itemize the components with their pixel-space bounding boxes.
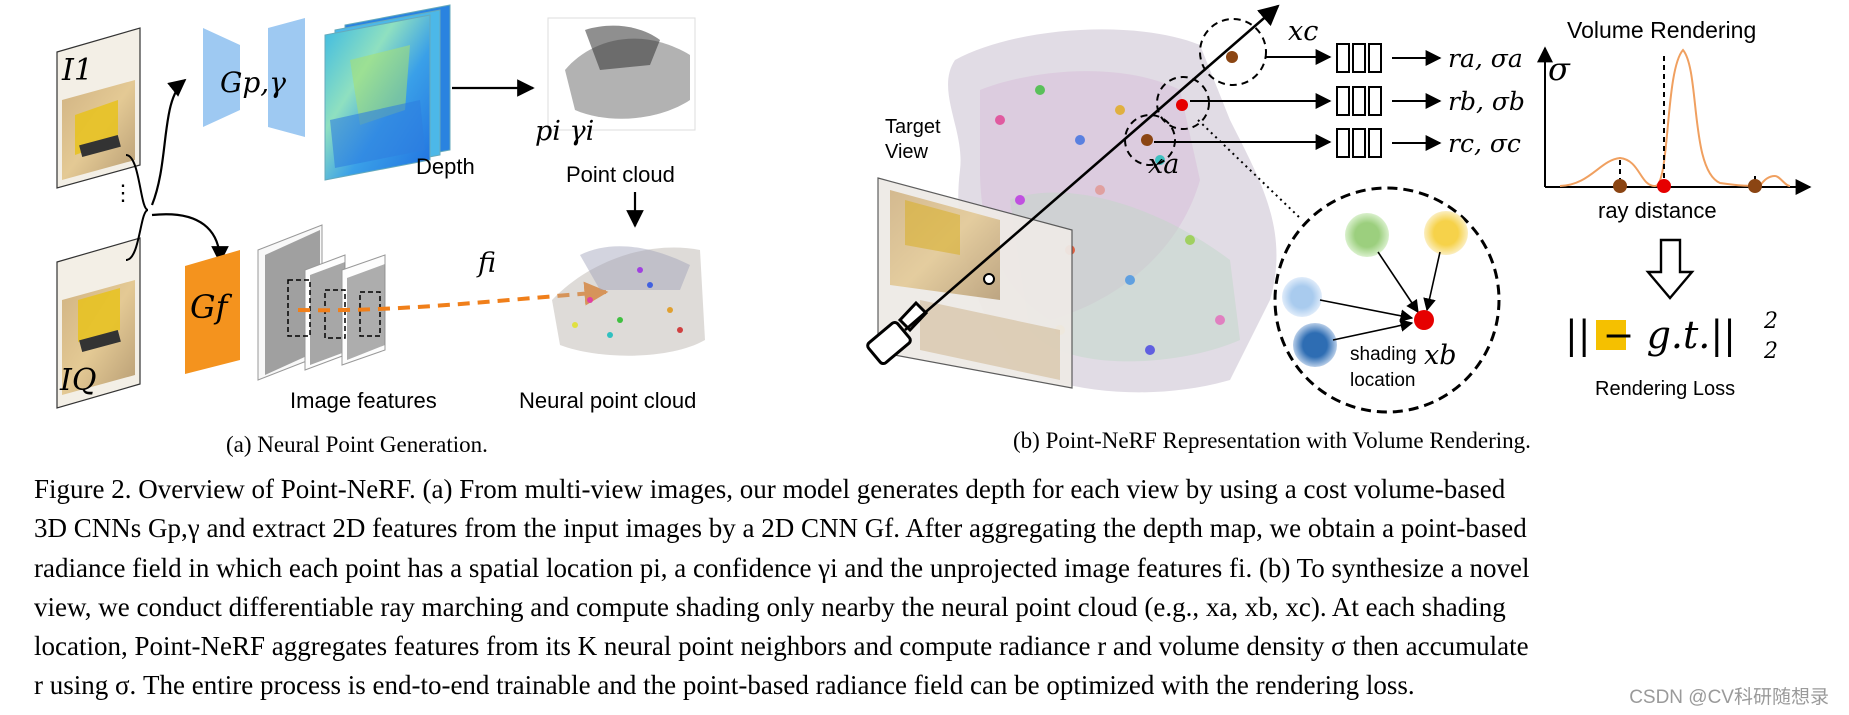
mlp-blocks: [1154, 43, 1442, 158]
output-a-label: ra, σa: [1448, 44, 1523, 73]
camera-icon: [866, 300, 929, 366]
rendering-loss-label: Rendering Loss: [1595, 378, 1735, 400]
neighbor-point-yellow: [1424, 211, 1468, 255]
down-arrow: [1645, 238, 1695, 300]
point-cloud-image: [547, 17, 696, 131]
ellipsis-dots: ⋮: [112, 180, 134, 205]
output-c-label: rc, σc: [1448, 129, 1521, 158]
image-last-label: IQ: [59, 363, 96, 398]
panel-a-caption: (a) Neural Point Generation.: [226, 432, 488, 457]
arrow-to-depth-net: [150, 78, 187, 206]
ray-distance-label: ray distance: [1598, 198, 1717, 223]
arrow-to-feature-net: [151, 213, 229, 264]
feature-network-block: [185, 250, 240, 374]
input-image-first: [56, 27, 141, 189]
panel-b-caption: (b) Point-NeRF Representation with Volum…: [1013, 428, 1531, 453]
shading-label-2: location: [1350, 370, 1416, 391]
density-curve: [1559, 48, 1791, 188]
loss-subscript: 2: [1763, 339, 1778, 364]
sample-point-b: [1176, 99, 1188, 111]
xc-label: xc: [1288, 16, 1318, 47]
shading-point: [1414, 310, 1434, 330]
rendering-loss-formula: [1596, 320, 1626, 350]
plot-point-b: [1657, 179, 1671, 193]
sample-point-c: [1226, 51, 1238, 63]
caption-line-2: 3D CNNs Gp,γ and extract 2D features fro…: [34, 513, 1527, 544]
loss-formula: || − g.t.||: [1565, 313, 1736, 357]
neighbor-point-light-blue: [1282, 277, 1322, 317]
target-view-label-2: View: [885, 141, 929, 163]
image-features-label: Image features: [290, 388, 437, 413]
depth-network-block: [203, 18, 305, 137]
camera-ray: [904, 4, 1280, 331]
caption-line-3: radiance field in which each point has a…: [34, 552, 1530, 583]
xb-label: xb: [1424, 340, 1457, 371]
volume-rendering-title: Volume Rendering: [1567, 17, 1756, 43]
point-attributes-label: pi γi: [535, 116, 594, 147]
rendered-color-swatch: [1596, 320, 1626, 350]
neighbor-point-green: [1345, 213, 1389, 257]
shading-label-1: shading: [1350, 344, 1417, 365]
depth-label: Depth: [416, 154, 475, 179]
feature-arrow: [297, 281, 609, 313]
input-image-last: [56, 237, 141, 409]
target-view-plane: [877, 177, 1073, 389]
point-cloud-label: Point cloud: [566, 162, 675, 187]
feature-network-label: Gf: [190, 288, 233, 326]
neural-point-cloud-label: Neural point cloud: [519, 388, 696, 413]
volume-rendering-plot: [1537, 46, 1812, 195]
image-first-label: I1: [61, 53, 93, 88]
image-feature-stack: [257, 224, 386, 381]
output-b-label: rb, σb: [1448, 87, 1525, 116]
plot-point-c: [1748, 179, 1762, 193]
depth-network-label: Gp,γ: [220, 66, 286, 99]
figure-caption: Figure 2. Overview of Point-NeRF. (a) Fr…: [34, 470, 1829, 706]
feature-label: fi: [476, 248, 496, 279]
caption-line-5: location, Point-NeRF aggregates features…: [34, 631, 1529, 662]
neural-point-cloud-image: [552, 246, 705, 356]
xa-label: xa: [1148, 149, 1179, 180]
sample-point-a: [1141, 134, 1153, 146]
panel-b: Target View xc xa: [866, 4, 1812, 453]
figure-2-diagram: I1 ⋮ IQ Gp,γ Depth: [56, 4, 1812, 457]
neighbor-point-dark-blue: [1293, 323, 1337, 367]
caption-line-4: view, we conduct differentiable ray marc…: [34, 591, 1506, 622]
sigma-axis-label: σ: [1548, 50, 1571, 88]
loss-superscript: 2: [1763, 309, 1778, 334]
watermark: CSDN @CV科研随想录: [1629, 687, 1829, 708]
caption-line-6: r using σ. The entire process is end-to-…: [34, 670, 1415, 701]
caption-line-1: Figure 2. Overview of Point-NeRF. (a) Fr…: [34, 474, 1506, 504]
depth-map-stack: [324, 4, 451, 181]
plot-point-a: [1613, 179, 1627, 193]
panel-a: I1 ⋮ IQ Gp,γ Depth: [56, 4, 705, 457]
shading-zoom-circle: [1273, 186, 1501, 414]
target-view-label-1: Target: [885, 116, 941, 138]
